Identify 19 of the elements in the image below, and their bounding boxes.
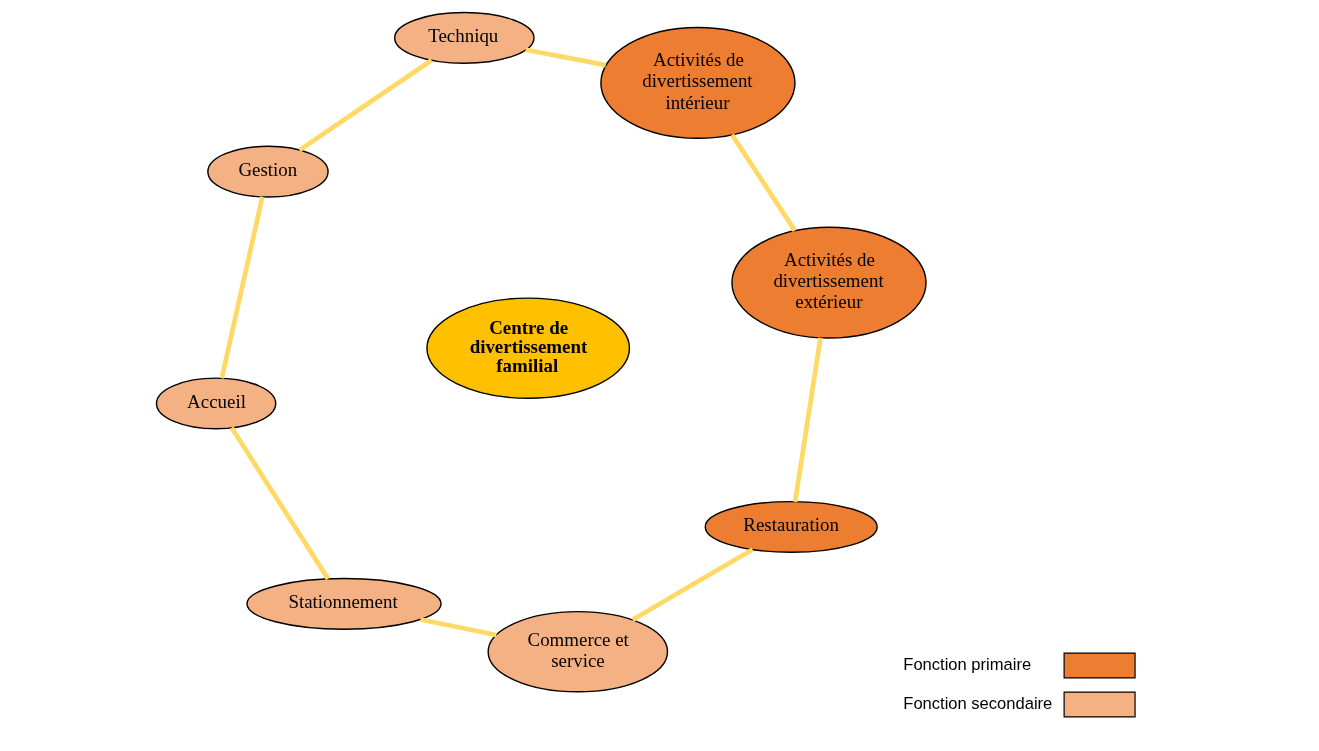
connector [219, 196, 265, 379]
connector [631, 547, 754, 622]
connector [525, 47, 607, 68]
node-ellipse: Techniqu [394, 11, 535, 64]
connector [730, 133, 797, 232]
node-ellipse: Restauration [704, 500, 878, 553]
connector [792, 337, 823, 503]
node-ellipse: Activités de divertissement extérieur [731, 226, 927, 339]
node-ellipse: Centre de divertissement familial [426, 297, 631, 399]
connector [229, 426, 331, 581]
node-ellipse: Commerce et service [487, 610, 669, 693]
node-ellipse: Gestion [207, 145, 329, 198]
legend-label: Fonction primaire [903, 654, 1032, 674]
node-ellipse: Accueil [155, 377, 277, 430]
connector [420, 617, 497, 638]
connector [298, 58, 433, 153]
legend-label: Fonction secondaire [903, 693, 1053, 713]
node-ellipse: Stationnement [246, 577, 442, 630]
node-ellipse: Activités de divertissement intérieur [600, 26, 796, 139]
